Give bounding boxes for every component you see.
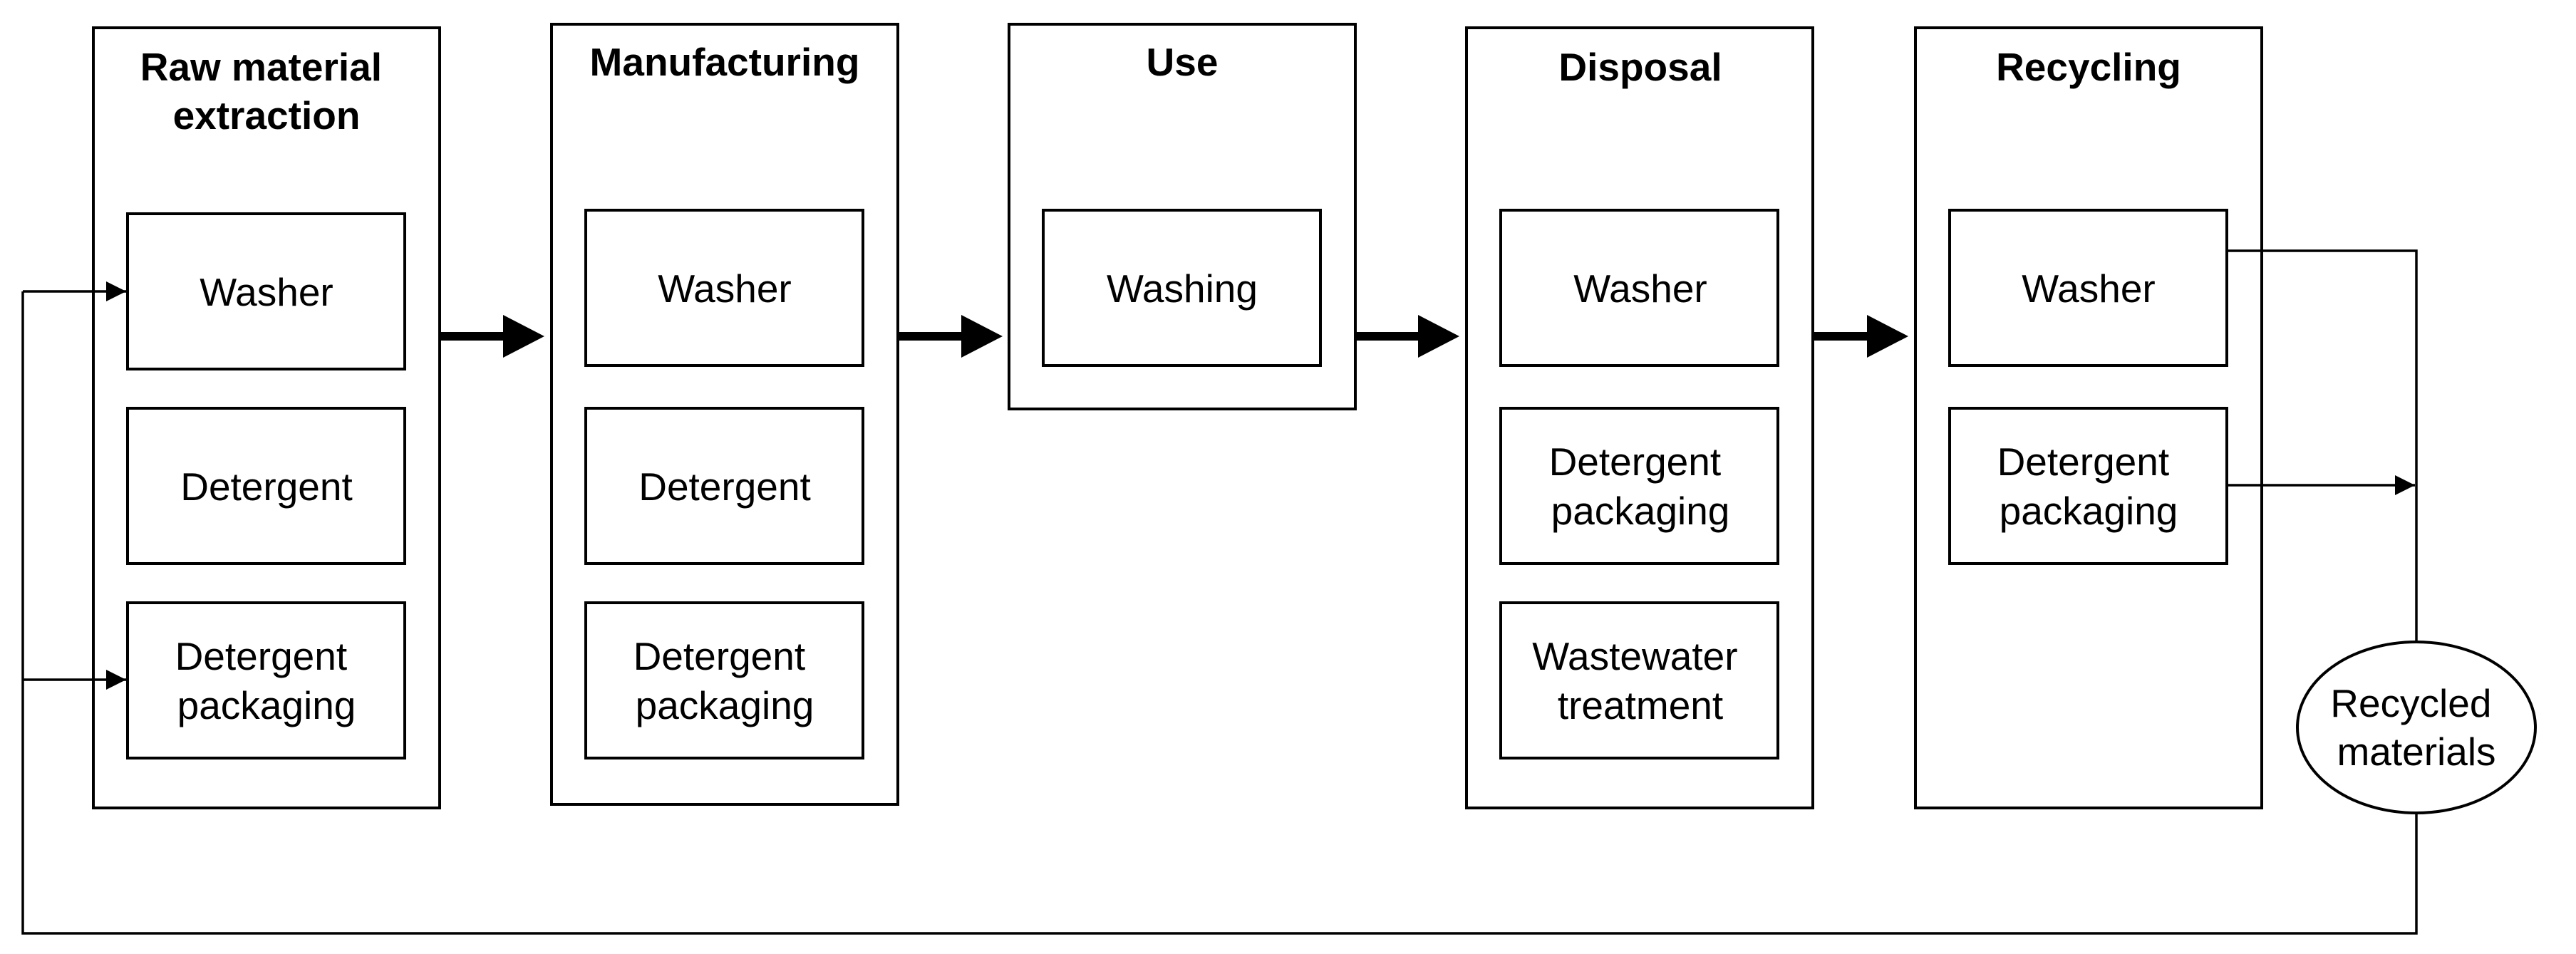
process-box-washer: Washer bbox=[126, 212, 406, 370]
process-box-detergent-packaging: Detergent packaging bbox=[126, 601, 406, 759]
process-box-label: Washer bbox=[2022, 266, 2155, 311]
process-box-label: Detergent packaging bbox=[1549, 440, 1732, 533]
process-box-detergent: Detergent bbox=[126, 407, 406, 565]
process-box-wastewater-treatment: Wastewater treatment bbox=[1499, 601, 1779, 759]
recycled-materials-node: Recycled materials bbox=[2296, 641, 2537, 814]
process-box-label: Washing bbox=[1107, 266, 1258, 311]
arrow-disposal-to-recycling bbox=[1813, 315, 1908, 358]
feedback-connectors bbox=[21, 249, 2418, 935]
process-box-label: Wastewater treatment bbox=[1532, 634, 1749, 727]
process-box-label: Washer bbox=[200, 270, 333, 314]
process-box-label: Detergent bbox=[638, 465, 811, 509]
process-box-label: Detergent packaging bbox=[175, 634, 358, 727]
recycled-materials-label: Recycled materials bbox=[2330, 681, 2503, 774]
recycled-materials-ellipse bbox=[2296, 641, 2537, 814]
stage-recycling: Recycling Washer Detergent packaging bbox=[1914, 26, 2263, 809]
stage-disposal: Disposal Washer Detergent packaging Wast… bbox=[1465, 26, 1814, 809]
process-box-detergent: Detergent bbox=[584, 407, 864, 565]
process-box-label: Washer bbox=[1573, 266, 1707, 311]
connector-washer-to-recycled bbox=[2227, 249, 2418, 642]
process-box-detergent-packaging: Detergent packaging bbox=[584, 601, 864, 759]
stage-title: Disposal bbox=[1558, 45, 1722, 89]
stage-manufacturing: Manufacturing Washer Detergent Detergent… bbox=[550, 23, 899, 806]
arrow-extraction-to-manufacturing bbox=[440, 315, 544, 358]
process-box-washing: Washing bbox=[1042, 209, 1322, 367]
process-box-washer: Washer bbox=[1499, 209, 1779, 367]
process-box-washer: Washer bbox=[1948, 209, 2228, 367]
process-box-label: Washer bbox=[658, 266, 791, 311]
stage-title: Manufacturing bbox=[590, 40, 860, 84]
stage-raw-material-extraction: Raw material extraction Washer Detergent… bbox=[92, 26, 441, 809]
arrow-use-to-disposal bbox=[1355, 315, 1459, 358]
process-box-label: Detergent bbox=[180, 465, 353, 509]
stage-title: Use bbox=[1147, 40, 1219, 84]
connector-recycled-loop-back bbox=[21, 291, 2418, 935]
stage-title: Recycling bbox=[1996, 45, 2181, 89]
process-box-label: Detergent packaging bbox=[1997, 440, 2181, 533]
process-box-detergent-packaging: Detergent packaging bbox=[1948, 407, 2228, 565]
process-box-detergent-packaging: Detergent packaging bbox=[1499, 407, 1779, 565]
arrow-manufacturing-to-use bbox=[898, 315, 1003, 358]
process-box-label: Detergent packaging bbox=[633, 634, 817, 727]
stage-arrows bbox=[440, 315, 1908, 358]
stage-use: Use Washing bbox=[1008, 23, 1357, 410]
process-box-washer: Washer bbox=[584, 209, 864, 367]
stage-title: Raw material extraction bbox=[140, 45, 393, 138]
